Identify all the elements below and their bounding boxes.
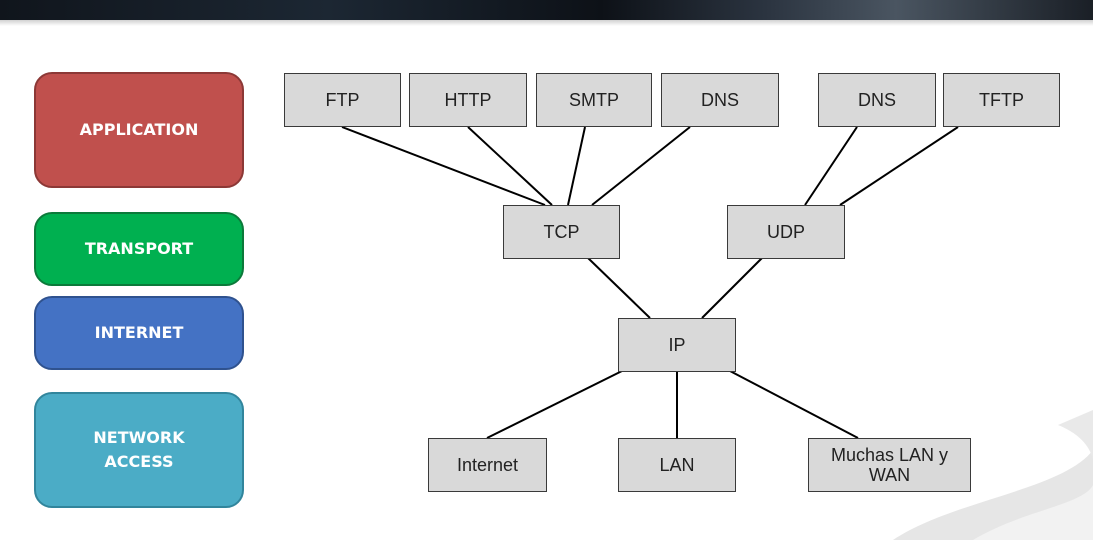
link-dns-udp — [804, 126, 858, 206]
header-shadow — [0, 20, 1093, 26]
node-internet: Internet — [428, 438, 547, 492]
link-udp-ip — [701, 257, 763, 319]
node-lan: LAN — [618, 438, 736, 492]
node-http: HTTP — [409, 73, 527, 127]
layer-transport: TRANSPORT — [34, 212, 244, 286]
link-ip-wan — [729, 370, 859, 439]
node-ftp: FTP — [284, 73, 401, 127]
node-udp: UDP — [727, 205, 845, 259]
layer-internet: INTERNET — [34, 296, 244, 370]
node-dns-tcp: DNS — [661, 73, 779, 127]
layer-network-access: NETWORK ACCESS — [34, 392, 244, 508]
layer-application: APPLICATION — [34, 72, 244, 188]
link-tcp-ip — [587, 257, 651, 319]
link-tftp-udp — [839, 126, 959, 206]
link-dns-tcp — [591, 126, 691, 206]
link-ftp-tcp — [341, 126, 546, 206]
node-tftp: TFTP — [943, 73, 1060, 127]
link-smtp-tcp — [567, 126, 586, 206]
node-tcp: TCP — [503, 205, 620, 259]
node-dns-udp: DNS — [818, 73, 936, 127]
node-ip: IP — [618, 318, 736, 372]
link-http-tcp — [467, 126, 553, 206]
node-smtp: SMTP — [536, 73, 652, 127]
header-banner — [0, 0, 1093, 20]
node-wan: Muchas LAN y WAN — [808, 438, 971, 492]
link-ip-internet — [486, 370, 623, 439]
